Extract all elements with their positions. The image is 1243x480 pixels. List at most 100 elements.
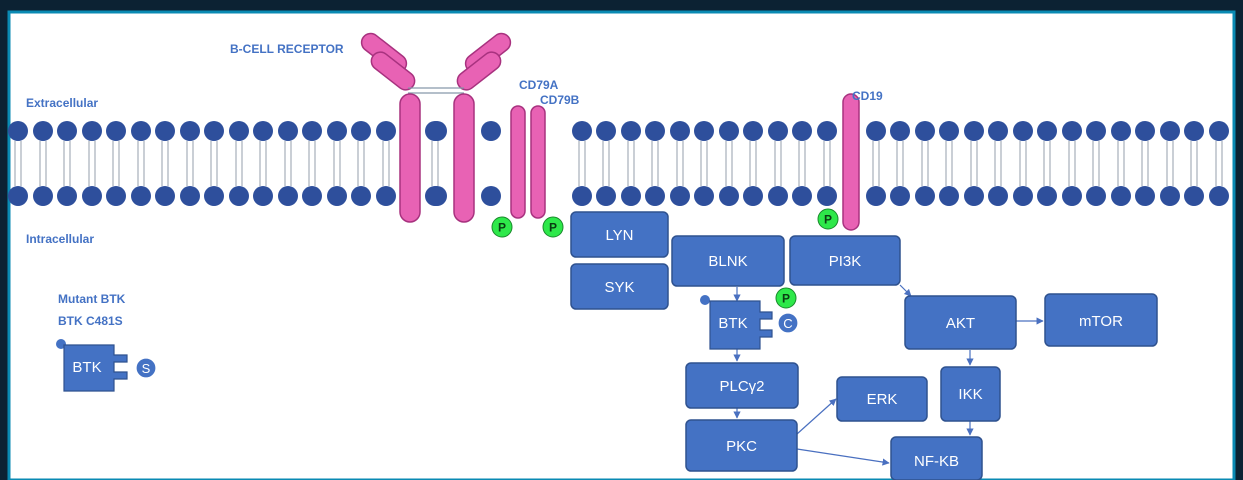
lipid-head	[621, 121, 641, 141]
lipid-head	[670, 186, 690, 206]
lipid-head	[253, 186, 273, 206]
node-erk: ERK	[837, 377, 927, 421]
lipid-head	[988, 121, 1008, 141]
lipid-head	[645, 121, 665, 141]
lipid-head	[278, 121, 298, 141]
lipid-head	[131, 186, 151, 206]
lipid-head	[1111, 186, 1131, 206]
node-nfkb: NF-KB	[891, 437, 982, 480]
lipid-head	[229, 186, 249, 206]
lipid-head	[1160, 186, 1180, 206]
mutant-btk-label-text: BTK	[72, 359, 101, 376]
lipid-head	[645, 186, 665, 206]
lipid-head	[106, 186, 126, 206]
node-mtor: mTOR	[1045, 294, 1157, 346]
lipid-head	[817, 121, 837, 141]
lipid-head	[743, 121, 763, 141]
cd79b-label: CD79B	[540, 93, 580, 107]
lipid-head	[694, 186, 714, 206]
lipid-head	[82, 121, 102, 141]
lipid-head	[621, 186, 641, 206]
lipid-head	[964, 121, 984, 141]
node-ikk: IKK	[941, 367, 1000, 421]
lipid-head	[1184, 121, 1204, 141]
lipid-head	[1086, 186, 1106, 206]
node-pkc-label: PKC	[726, 438, 757, 455]
phospho-badge-btk: P	[776, 288, 796, 308]
lipid-head	[939, 186, 959, 206]
lipid-head	[670, 121, 690, 141]
lipid-head	[327, 121, 347, 141]
lipid-head	[1135, 186, 1155, 206]
btk-anchor-dot	[700, 295, 710, 305]
lipid-head	[915, 186, 935, 206]
node-blnk-label: BLNK	[708, 253, 747, 270]
lipid-head	[1086, 121, 1106, 141]
lipid-head	[376, 186, 396, 206]
node-plcg2: PLCγ2	[686, 363, 798, 408]
node-lyn: LYN	[571, 212, 668, 257]
phospho-badge-cd79b: P	[543, 217, 563, 237]
lipid-head	[719, 121, 739, 141]
lipid-head	[1062, 186, 1082, 206]
cd79a-chain	[511, 106, 525, 218]
node-nfkb-label: NF-KB	[914, 453, 959, 470]
lipid-head	[155, 121, 175, 141]
lipid-head	[8, 121, 28, 141]
lipid-head	[204, 121, 224, 141]
node-akt-label: AKT	[946, 315, 975, 332]
cd19-label: CD19	[852, 89, 883, 103]
lipid-head	[890, 121, 910, 141]
lipid-head	[915, 121, 935, 141]
phospho-badge-cd19: P	[818, 209, 838, 229]
lipid-head	[1111, 121, 1131, 141]
bcr-heavy-chain-left	[400, 94, 420, 222]
lipid-head	[253, 121, 273, 141]
lipid-head	[1037, 186, 1057, 206]
lipid-head	[719, 186, 739, 206]
mutant-btk-label: Mutant BTK	[58, 292, 126, 306]
lipid-head	[1209, 121, 1229, 141]
node-btk-label: BTK	[718, 315, 747, 332]
lipid-head	[481, 121, 501, 141]
node-akt: AKT	[905, 296, 1016, 349]
lipid-head	[866, 186, 886, 206]
lipid-head	[481, 186, 501, 206]
phospho-badge-cd79a: P	[492, 217, 512, 237]
lipid-head	[572, 121, 592, 141]
lipid-head	[596, 121, 616, 141]
node-syk: SYK	[571, 264, 668, 309]
lipid-head	[427, 186, 447, 206]
lipid-head	[596, 186, 616, 206]
lipid-head	[1037, 121, 1057, 141]
node-blnk: BLNK	[672, 236, 784, 286]
lipid-head	[1135, 121, 1155, 141]
lipid-head	[82, 186, 102, 206]
lipid-head	[1013, 121, 1033, 141]
lipid-head	[302, 121, 322, 141]
mutant-variant-label: BTK C481S	[58, 314, 123, 328]
phospho-symbol: P	[549, 221, 557, 235]
lipid-head	[204, 186, 224, 206]
phospho-symbol: P	[498, 221, 506, 235]
lipid-head	[33, 186, 53, 206]
mutant-site-label: S	[142, 361, 151, 376]
lipid-head	[964, 186, 984, 206]
lipid-head	[180, 121, 200, 141]
lipid-head	[1160, 121, 1180, 141]
lipid-head	[572, 186, 592, 206]
lipid-head	[866, 121, 886, 141]
phospho-symbol: P	[782, 292, 790, 306]
node-pkc: PKC	[686, 420, 797, 471]
btk-site-label: C	[783, 316, 792, 331]
lipid-head	[131, 121, 151, 141]
lipid-head	[1062, 121, 1082, 141]
node-lyn-label: LYN	[605, 227, 633, 244]
lipid-head	[376, 121, 396, 141]
lipid-head	[1184, 186, 1204, 206]
lipid-head	[57, 121, 77, 141]
lipid-head	[939, 121, 959, 141]
cd79a-label: CD79A	[519, 78, 559, 92]
lipid-head	[1013, 186, 1033, 206]
cd79b-chain	[531, 106, 545, 218]
